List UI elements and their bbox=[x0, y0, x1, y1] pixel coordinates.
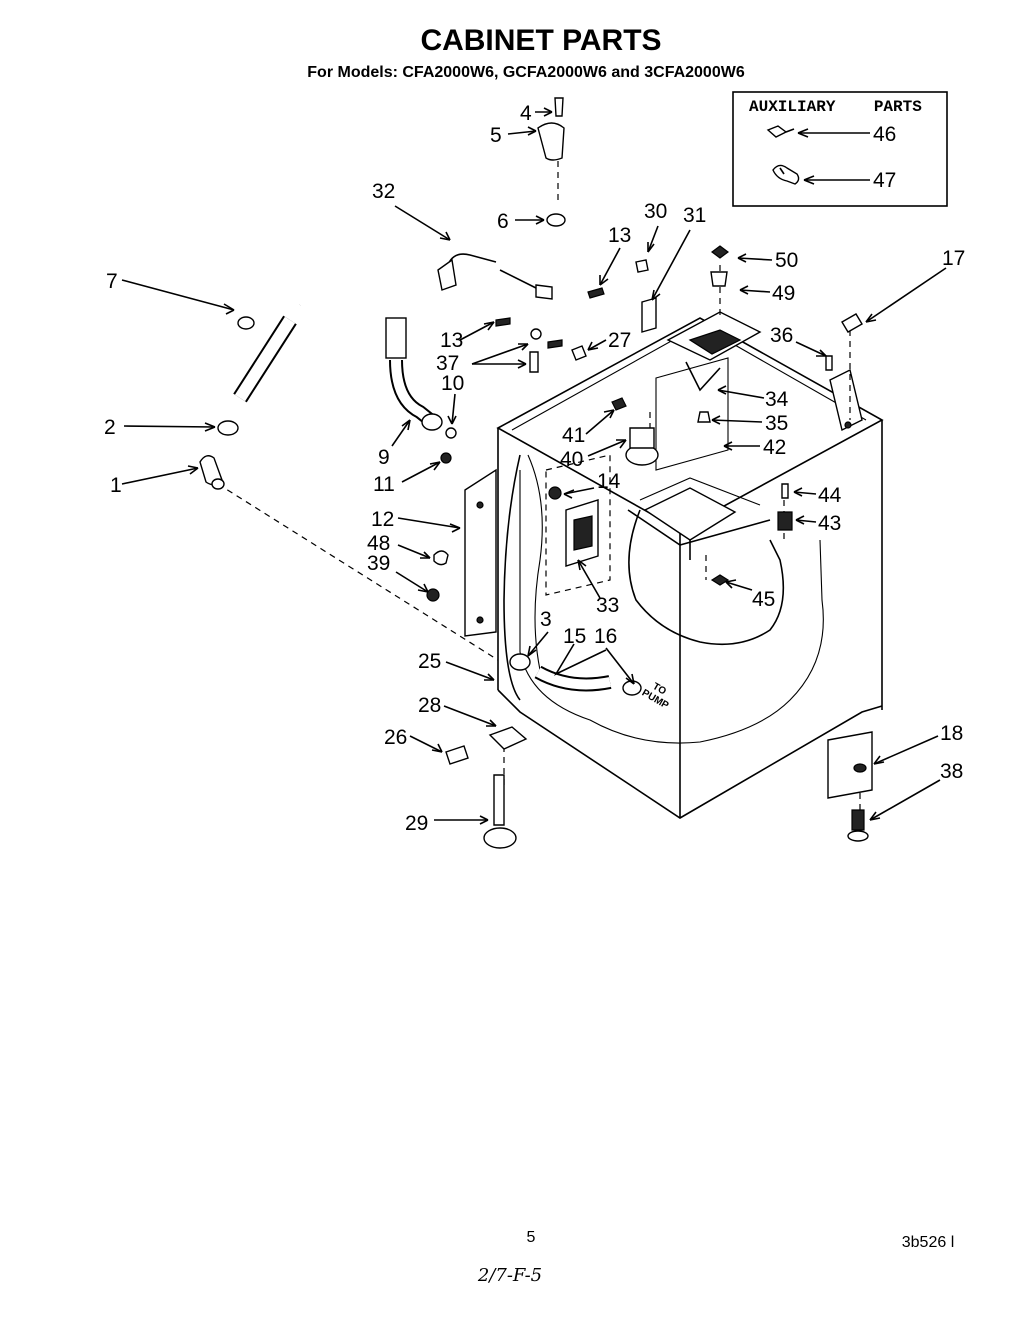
callout-35: 35 bbox=[765, 412, 788, 435]
inlet-hose-9 bbox=[385, 317, 443, 431]
drain-hose-7 bbox=[235, 242, 329, 330]
callout-49: 49 bbox=[772, 282, 795, 305]
callout-39: 39 bbox=[367, 552, 390, 575]
callout-2: 2 bbox=[104, 416, 116, 439]
nut-50-leg-49 bbox=[710, 245, 729, 287]
callout-34: 34 bbox=[765, 388, 789, 411]
callout-13-upper: 13 bbox=[608, 224, 631, 247]
callout-11: 11 bbox=[373, 473, 395, 496]
clip-17 bbox=[841, 313, 863, 333]
aux-callout-47: 47 bbox=[873, 169, 896, 192]
bracket-18-leg-38 bbox=[827, 731, 873, 842]
callout-16: 16 bbox=[594, 625, 617, 648]
clamp-2 bbox=[217, 420, 239, 436]
leveling-leg-29 bbox=[483, 774, 517, 849]
callout-10: 10 bbox=[441, 372, 464, 395]
clip-30 bbox=[635, 259, 649, 273]
leader-lines bbox=[121, 107, 947, 825]
elbow-1 bbox=[199, 455, 225, 490]
callout-18: 18 bbox=[940, 722, 963, 745]
clip-27 bbox=[571, 345, 587, 361]
page-title: CABINET PARTS bbox=[420, 24, 661, 57]
screw-4-clamp-5 bbox=[537, 97, 565, 161]
callout-13-lower: 13 bbox=[440, 329, 463, 352]
callout-12: 12 bbox=[371, 508, 394, 531]
callout-38: 38 bbox=[940, 760, 963, 783]
page-subtitle: For Models: CFA2000W6, GCFA2000W6 and 3C… bbox=[307, 64, 745, 81]
timer-switch-33 bbox=[565, 499, 599, 567]
callout-45: 45 bbox=[752, 588, 775, 611]
hose-15-clamps-3-16 bbox=[509, 653, 642, 696]
callout-28: 28 bbox=[418, 694, 441, 717]
callout-44: 44 bbox=[818, 484, 842, 507]
callout-30: 30 bbox=[644, 200, 667, 223]
callout-numbers: 1 2 7 4 5 6 32 30 31 13 50 49 17 36 13 3… bbox=[104, 102, 965, 835]
handwritten-note: 2/7-F-5 bbox=[477, 1265, 542, 1286]
bracket-12 bbox=[464, 468, 497, 637]
auxiliary-parts-title: AUXILIARY PARTS bbox=[749, 98, 922, 116]
callout-48: 48 bbox=[367, 532, 390, 555]
callout-6: 6 bbox=[497, 210, 509, 233]
callout-43: 43 bbox=[818, 512, 841, 535]
document-code: 3b526 l bbox=[902, 1234, 955, 1251]
callout-14: 14 bbox=[597, 470, 621, 493]
wire-harness-loop bbox=[503, 454, 543, 701]
cabinet-body bbox=[496, 311, 884, 819]
screw-13-upper bbox=[587, 287, 605, 299]
screw-39 bbox=[426, 588, 440, 602]
label-42-plate-34 bbox=[655, 357, 729, 471]
bracket-31 bbox=[641, 297, 657, 333]
callout-17: 17 bbox=[942, 247, 965, 270]
stud-36 bbox=[825, 355, 833, 371]
callout-7: 7 bbox=[106, 270, 118, 293]
aux-callout-46: 46 bbox=[873, 123, 896, 146]
callout-1: 1 bbox=[110, 474, 122, 497]
callout-50: 50 bbox=[775, 249, 798, 272]
to-pump-label: TO PUMP bbox=[640, 681, 671, 712]
callout-9: 9 bbox=[378, 446, 390, 469]
page-number: 5 bbox=[527, 1229, 536, 1246]
washer-10 bbox=[445, 427, 457, 439]
callout-40: 40 bbox=[560, 448, 583, 471]
callout-37: 37 bbox=[436, 352, 459, 375]
callout-31: 31 bbox=[683, 204, 706, 227]
wire-harness-32 bbox=[437, 253, 553, 300]
bracket-28-clip-26 bbox=[445, 726, 528, 765]
callout-15: 15 bbox=[563, 625, 586, 648]
callout-42: 42 bbox=[763, 436, 786, 459]
nut-45 bbox=[710, 574, 730, 586]
hose-section-2 bbox=[233, 315, 297, 403]
clip-14 bbox=[548, 486, 562, 500]
screw-41 bbox=[611, 397, 627, 411]
pressure-switch-40 bbox=[625, 427, 659, 466]
clip-48 bbox=[433, 550, 449, 566]
callout-3: 3 bbox=[540, 608, 552, 631]
screw-11 bbox=[440, 452, 452, 464]
callout-32: 32 bbox=[372, 180, 395, 203]
callout-36: 36 bbox=[770, 324, 793, 347]
callout-27: 27 bbox=[608, 329, 631, 352]
callout-25: 25 bbox=[418, 650, 441, 673]
callout-33: 33 bbox=[596, 594, 619, 617]
auxiliary-parts-box: AUXILIARY PARTS 46 47 bbox=[732, 91, 948, 207]
aux-part-47-icon bbox=[772, 164, 800, 185]
aux-part-46-icon bbox=[766, 125, 795, 138]
grommet-6 bbox=[546, 213, 566, 227]
callout-26: 26 bbox=[384, 726, 407, 749]
screws-13-37 bbox=[495, 317, 563, 373]
callout-29: 29 bbox=[405, 812, 428, 835]
callout-5: 5 bbox=[490, 124, 502, 147]
callout-41: 41 bbox=[562, 424, 585, 447]
callout-4: 4 bbox=[520, 102, 532, 125]
pin-44-grommet-43 bbox=[777, 483, 793, 531]
